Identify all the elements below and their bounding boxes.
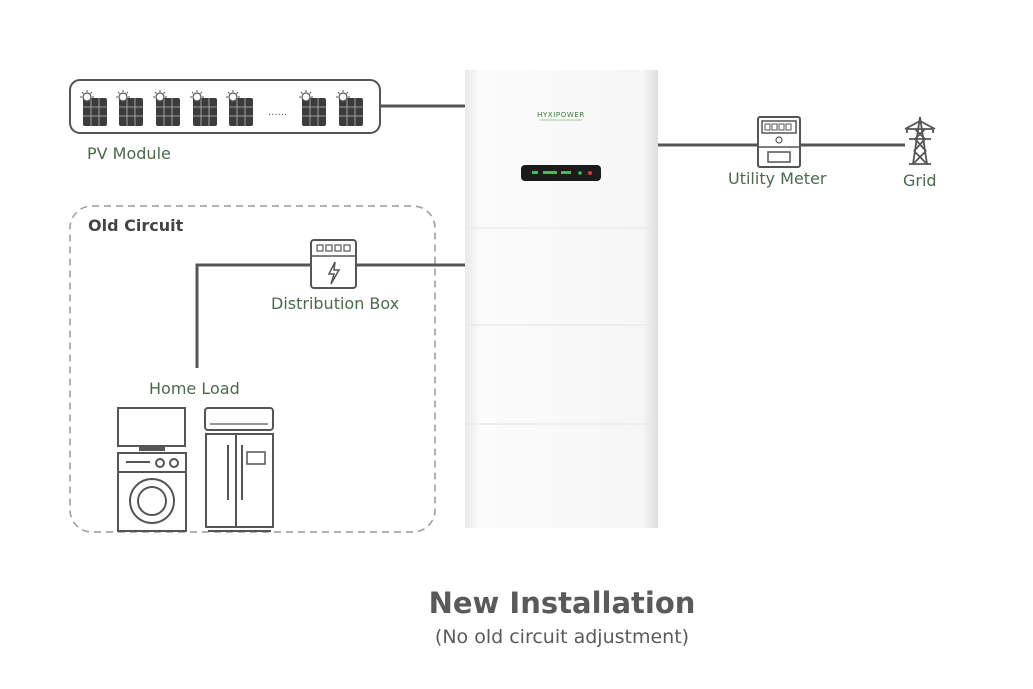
tv-icon bbox=[117, 407, 186, 451]
grid-label: Grid bbox=[903, 171, 937, 190]
hybrid-inverter-cabinet: HYXIPOWER bbox=[465, 70, 658, 528]
home-load-appliances bbox=[117, 407, 274, 532]
air-conditioner-icon bbox=[204, 407, 274, 431]
distribution-box-label: Distribution Box bbox=[271, 294, 400, 313]
utility-meter-label: Utility Meter bbox=[728, 169, 827, 188]
washing-machine-icon bbox=[117, 452, 187, 532]
distribution-box-icon bbox=[310, 239, 357, 289]
pv-module-label: PV Module bbox=[87, 144, 171, 163]
old-circuit-label: Old Circuit bbox=[88, 216, 184, 235]
utility-meter-icon bbox=[757, 116, 801, 168]
pv-gap-marker: ...... bbox=[268, 107, 287, 118]
refrigerator-icon bbox=[205, 433, 274, 532]
page-title: New Installation bbox=[428, 586, 696, 620]
brand-logo: HYXIPOWER bbox=[537, 111, 585, 119]
pv-module: ...... bbox=[69, 79, 381, 134]
load-line bbox=[195, 263, 465, 368]
transmission-tower-icon bbox=[904, 116, 936, 165]
home-load-label: Home Load bbox=[149, 379, 240, 398]
page-subtitle: (No old circuit adjustment) bbox=[434, 626, 690, 648]
